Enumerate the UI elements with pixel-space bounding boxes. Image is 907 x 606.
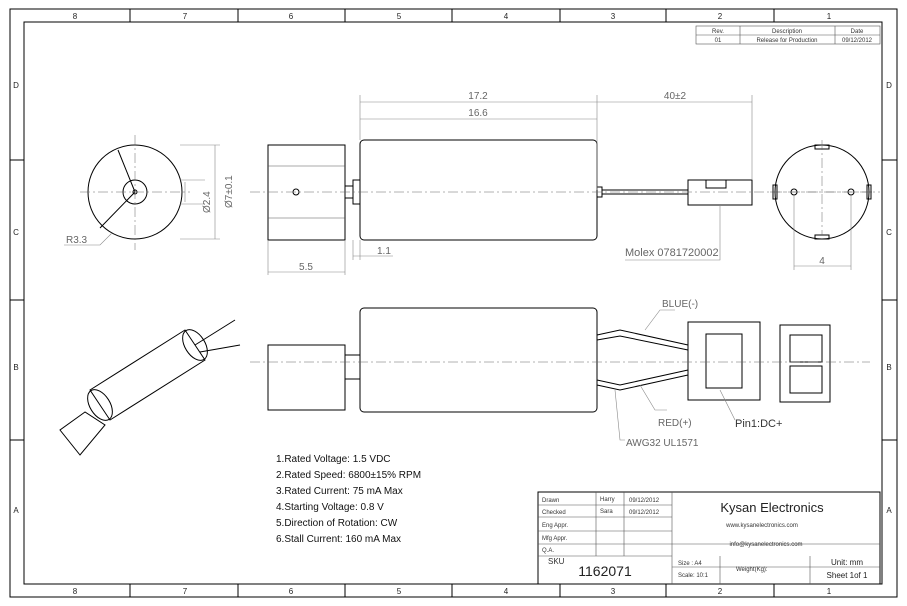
zone-label: B [13,363,18,372]
zone-label: 8 [73,12,78,21]
zone-label: 4 [504,587,509,596]
end-view-left: Ø2.4 Ø7±0.1 R3.3 [64,135,235,250]
blue-wire-callout: BLUE(-) [662,299,698,310]
description-cell: Release for Production [756,38,817,44]
zone-label: A [886,506,892,515]
date-cell: 09/12/2012 [842,38,873,44]
zone-label: 5 [397,12,402,21]
side-view-top: 17.2 16.6 40±2 5.5 1.1 Molex 0781720002 [250,91,875,275]
sheet-field: Sheet 1of 1 [827,571,868,580]
eccentric-weight [267,144,346,241]
zone-label: 6 [289,587,294,596]
description-header: Description [772,29,802,35]
date-header: Date [851,29,864,35]
connector-face [779,324,831,403]
zone-label: 8 [73,587,78,596]
company-website: www.kysanelectronics.com [725,523,798,529]
zone-row-labels: D C B A D C B A [13,81,892,515]
scale-field: Scale: 10:1 [678,573,709,579]
zone-label: D [886,81,892,90]
rev-cell: 01 [715,38,722,44]
zone-column-labels-bottom: 8 7 6 5 4 3 2 1 [73,587,832,596]
blue-wire [596,329,689,351]
title-block: Drawn Harry 09/12/2012 Checked Sara 09/1… [537,491,881,585]
inner-frame [23,21,883,585]
red-wire-callout: RED(+) [658,418,692,429]
lead-wires [602,189,688,195]
red-wire [596,369,689,391]
spec-item: 6.Stall Current: 160 mA Max [276,534,401,545]
outer-frame [9,8,898,598]
company-email: info@kysanelectronics.com [729,542,802,548]
wire-spec-callout: AWG32 UL1571 [626,438,699,449]
zone-label: 6 [289,12,294,21]
connector [687,179,753,206]
zone-label: B [886,363,891,372]
body-diameter-dim: Ø7±0.1 [224,175,235,208]
zone-label: 1 [827,587,832,596]
shaft-diameter-dim: Ø2.4 [202,191,213,213]
specifications-list: 1.Rated Voltage: 1.5 VDC 2.Rated Speed: … [276,454,421,545]
eng-approval-label: Eng Appr. [542,523,568,529]
drawn-by: Harry [600,497,615,503]
qa-label: Q.A. [542,548,554,554]
isometric-view [59,319,241,456]
zone-label: C [886,228,892,237]
mfg-approval-label: Mfg Appr. [542,536,568,542]
checked-by: Sara [600,509,613,515]
zone-label: C [13,228,19,237]
radius-dim: R3.3 [66,235,88,246]
sku-label: SKU [548,557,565,566]
size-field: Size : A4 [678,561,702,567]
connector-callout: Molex 0781720002 [625,247,719,259]
checked-date: 09/12/2012 [629,510,660,516]
zone-label: A [13,506,19,515]
zone-label: 7 [183,587,188,596]
zone-label: 1 [827,12,832,21]
end-view-right: 4 [770,140,880,270]
body-length-dim: 16.6 [468,108,488,119]
zone-ticks [10,9,897,597]
weight-length-dim: 5.5 [299,262,313,273]
zone-label: 2 [718,12,723,21]
zone-label: 3 [611,12,616,21]
side-view-bottom: BLUE(-) RED(+) Pin1:DC+ AWG32 UL1571 [250,299,870,449]
drawn-date: 09/12/2012 [629,498,660,504]
motor-body [359,139,598,241]
connector-width-dim: 4 [819,256,825,267]
spec-item: 4.Starting Voltage: 0.8 V [276,502,384,513]
zone-label: 7 [183,12,188,21]
weight-field: Weight(Kg): [736,567,768,573]
unit-field: Unit: mm [831,558,863,567]
spec-item: 3.Rated Current: 75 mA Max [276,486,403,497]
lead-length-dim: 40±2 [664,91,687,102]
checked-label: Checked [542,510,566,516]
zone-label: 2 [718,587,723,596]
overall-length-dim: 17.2 [468,91,488,102]
zone-label: 5 [397,587,402,596]
sku-number: 1162071 [578,563,632,579]
shaft-length-dim: 1.1 [377,246,391,257]
spec-item: 5.Direction of Rotation: CW [276,518,398,529]
zone-label: D [13,81,19,90]
company-name: Kysan Electronics [720,500,824,515]
pin1-callout: Pin1:DC+ [735,418,782,430]
zone-label: 4 [504,12,509,21]
zone-label: 3 [611,587,616,596]
spec-item: 2.Rated Speed: 6800±15% RPM [276,470,421,481]
rev-header: Rev. [712,29,724,35]
drawn-label: Drawn [542,498,559,504]
zone-column-labels-top: 8 7 6 5 4 3 2 1 [73,12,832,21]
connector-side [687,321,761,401]
revision-table: Rev. Description Date 01 Release for Pro… [695,25,881,45]
spec-item: 1.Rated Voltage: 1.5 VDC [276,454,391,465]
